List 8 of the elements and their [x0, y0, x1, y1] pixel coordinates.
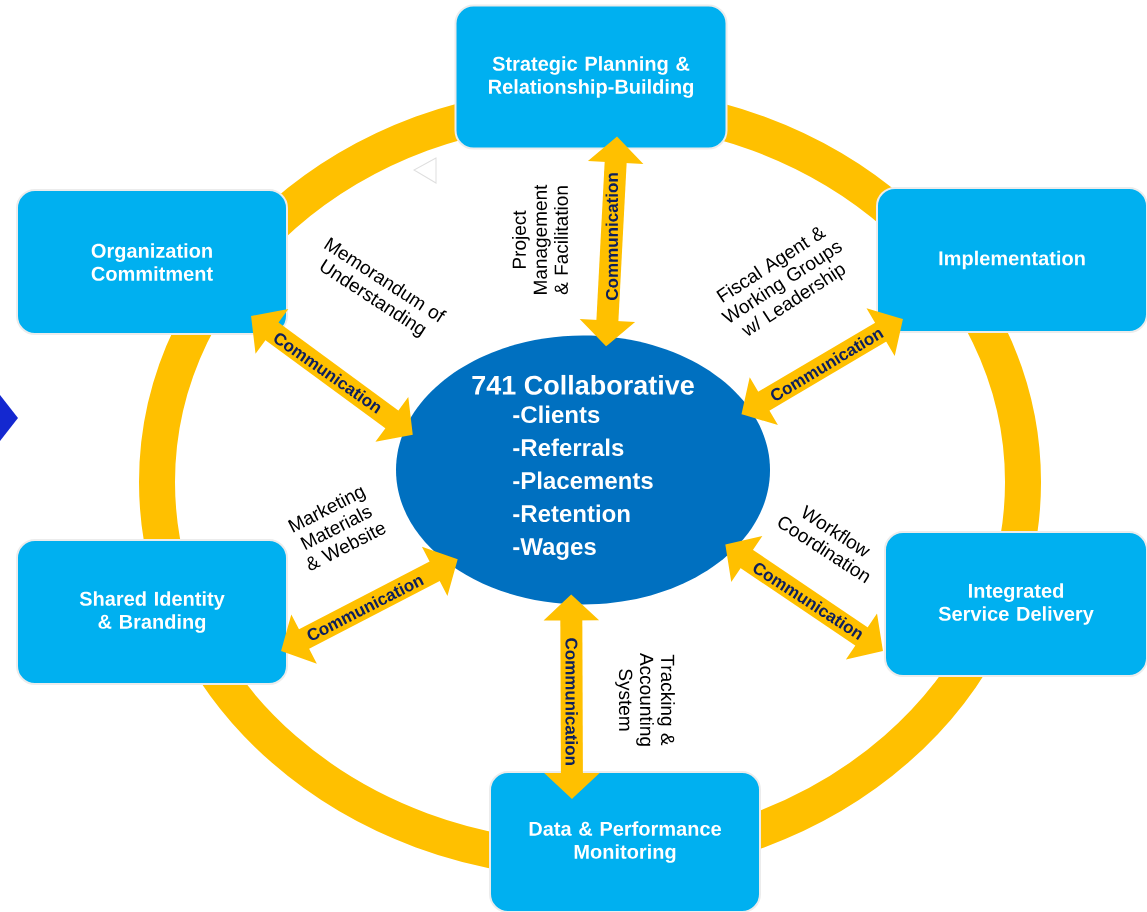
edge-label: Communication [605, 173, 619, 300]
process-box: Shared Identity & Branding [16, 539, 288, 685]
edge-label: Communication [565, 638, 578, 765]
process-box: Data & Performance Monitoring [489, 771, 761, 912]
annotation-text: Tracking & Accounting System [615, 653, 675, 746]
process-box: Integrated Service Delivery [884, 531, 1147, 677]
process-box: Strategic Planning & Relationship-Building [454, 4, 728, 150]
annotation-text: Project Management & Facilitation [512, 184, 568, 295]
